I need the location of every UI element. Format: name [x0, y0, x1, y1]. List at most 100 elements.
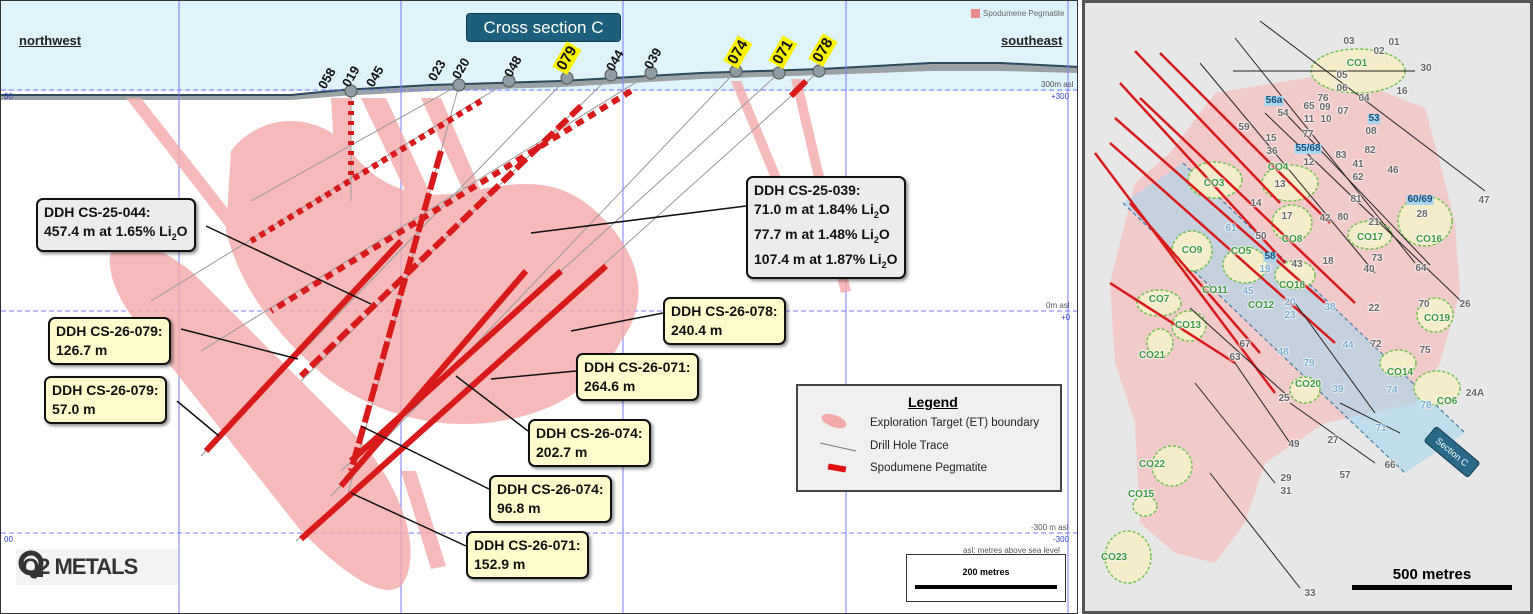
map-label-55-68: 55/68: [1294, 143, 1322, 154]
plan-drill-trace: [1234, 362, 1291, 444]
map-label-74: 74: [1386, 385, 1398, 396]
callout-cs-26-078: DDH CS-26-078:240.4 m: [663, 297, 786, 345]
callout-hole: DDH CS-26-074:: [536, 425, 643, 441]
plan-drill-trace: [1289, 402, 1376, 464]
map-label-73: 73: [1371, 253, 1383, 264]
plan-drill-trace: [1114, 117, 1326, 304]
map-label-58: 58: [1263, 251, 1277, 262]
drill-trace-symbol: [819, 442, 857, 452]
plan-drill-trace: [1139, 97, 1356, 304]
collar-048[interactable]: [502, 74, 516, 88]
callout-result: 96.8 m: [497, 500, 541, 516]
map-label-83: 83: [1335, 150, 1347, 161]
map-label-co6: CO6: [1436, 396, 1458, 407]
map-label-59: 59: [1238, 122, 1250, 133]
logo: Q2 METALS: [16, 549, 178, 585]
callout-cs-26-074-b: DDH CS-26-074:96.8 m: [489, 475, 612, 523]
asl-note: asl: metres above sea level: [963, 546, 1060, 555]
map-label-27: 27: [1327, 435, 1339, 446]
map-scale-bar: [1352, 585, 1512, 590]
scale-bar-section: 200 metres: [906, 554, 1066, 602]
plan-drill-trace: [1209, 472, 1301, 589]
map-label-53: 53: [1367, 113, 1381, 124]
map-label-07: 07: [1337, 106, 1349, 117]
collar-044[interactable]: [604, 68, 618, 82]
callout-result: 152.9 m: [474, 556, 526, 572]
map-label-22: 22: [1368, 303, 1380, 314]
map-label-31: 31: [1280, 486, 1292, 497]
map-label-64: 64: [1415, 263, 1427, 274]
collar-023[interactable]: [452, 78, 466, 92]
map-label-77: 77: [1302, 129, 1314, 140]
collar-039[interactable]: [644, 66, 658, 80]
plan-drill-trace: [1109, 142, 1336, 344]
map-label-45: 45: [1242, 286, 1254, 297]
collar-078[interactable]: [812, 64, 826, 78]
pegmatite-interval-039: [269, 88, 633, 314]
callout-result: 457.4 m at 1.65% Li2O: [44, 223, 188, 242]
map-label-42: 42: [1319, 213, 1331, 224]
callout-hole: DDH CS-26-071:: [584, 359, 691, 375]
plan-drill-trace: [1134, 50, 1281, 204]
et-boundary-streak: [421, 98, 511, 263]
map-label-29: 29: [1280, 473, 1292, 484]
map-label-co15: CO15: [1127, 489, 1155, 500]
collar-058[interactable]: [344, 84, 358, 98]
plan-drill-trace: [1284, 112, 1431, 266]
axis-left-top: 00: [4, 92, 13, 101]
callout-result: 202.7 m: [536, 444, 588, 460]
leader-079b: [176, 400, 220, 437]
legend: Legend Exploration Target (ET) boundary …: [796, 384, 1062, 492]
callout-hole: DDH CS-25-044:: [44, 204, 151, 220]
callout-hole: DDH CS-26-079:: [56, 323, 163, 339]
map-label-57: 57: [1339, 470, 1351, 481]
q2-logo-icon: [18, 550, 44, 577]
outcrop-co13: [1171, 310, 1207, 342]
plan-drill-trace: [1199, 62, 1376, 274]
et-boundary-streak: [331, 98, 351, 181]
legend-title: Legend: [908, 394, 958, 410]
et-boundary-streak: [731, 81, 791, 203]
leader-071b: [350, 492, 467, 547]
plan-drill-trace: [1094, 152, 1276, 394]
map-label-co21: CO21: [1138, 350, 1166, 361]
callout-cs-26-071-a: DDH CS-26-071: 264.6 m: [576, 353, 699, 401]
map-label-11: 11: [1303, 114, 1315, 125]
pegmatite-interval-048: [249, 98, 483, 244]
map-label-56a: 56a: [1264, 95, 1284, 106]
map-label-62: 62: [1352, 172, 1364, 183]
plan-drill-trace: [1259, 20, 1486, 192]
et-boundary-lower: [109, 240, 411, 590]
outcrop-co22: [1151, 445, 1193, 487]
callout-result: 264.6 m: [584, 378, 636, 394]
collars: [344, 64, 826, 98]
map-label-43: 43: [1291, 259, 1303, 270]
map-label-co8: CO8: [1281, 234, 1303, 245]
outcrop-outlines: [1104, 48, 1461, 584]
map-label-49: 49: [1288, 439, 1300, 450]
top-legend: Spodumene Pegmatite: [971, 9, 1064, 18]
scale-label: 200 metres: [962, 567, 1010, 577]
plan-drill-traces: [1094, 20, 1486, 589]
map-label-09: 09: [1319, 102, 1331, 113]
plan-drill-trace: [1159, 52, 1331, 224]
callout-result: 126.7 m: [56, 342, 108, 358]
direction-southeast: southeast: [1001, 33, 1063, 48]
outcrop-co15: [1132, 495, 1158, 517]
map-label-co1: CO1: [1346, 58, 1368, 69]
legend-item-pegmatite: Spodumene Pegmatite: [870, 462, 987, 474]
map-label-03: 03: [1343, 36, 1355, 47]
scale-bar: [915, 585, 1057, 589]
map-label-16: 16: [1396, 86, 1408, 97]
leader-078: [570, 312, 664, 332]
callout-cs-26-079-a: DDH CS-26-079: 126.7 m: [48, 317, 171, 365]
axis-label-300: 300m asl: [1041, 80, 1074, 89]
map-label-co11: CO11: [1202, 285, 1228, 296]
drill-trace-074: [330, 70, 737, 497]
map-label-co9: CO9: [1181, 245, 1203, 256]
collar-071[interactable]: [772, 66, 786, 80]
map-label-63: 63: [1229, 352, 1241, 363]
map-label-50: 50: [1255, 231, 1267, 242]
map-label-co12: CO12: [1247, 300, 1275, 311]
map-label-10: 10: [1320, 114, 1332, 125]
